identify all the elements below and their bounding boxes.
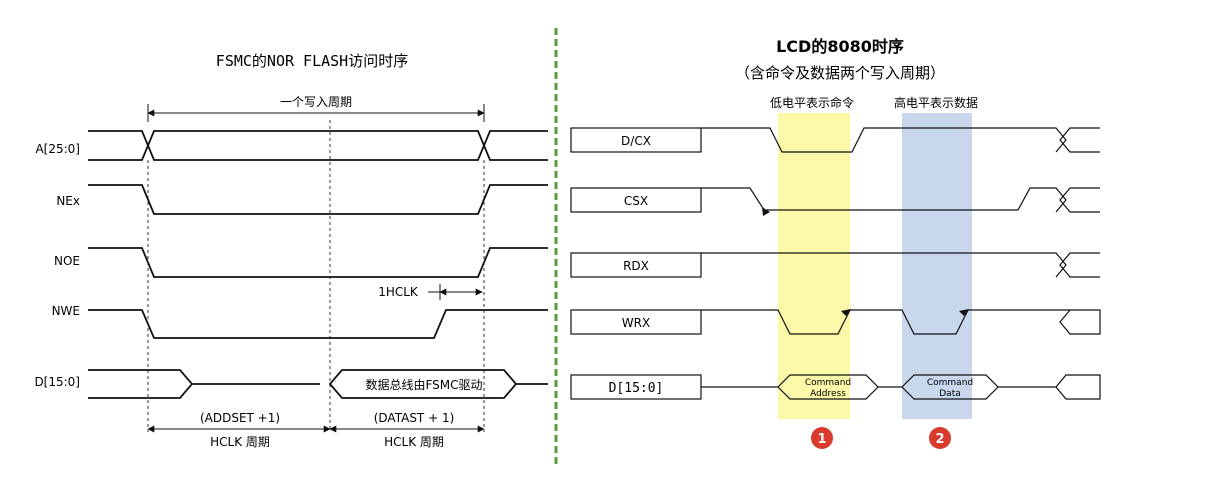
data-highlight-band xyxy=(902,113,972,419)
left-title: FSMC的NOR FLASH访问时序 xyxy=(216,52,408,70)
signal-label-a: A[25:0] xyxy=(35,142,80,156)
wave-dcx-end xyxy=(1059,127,1100,153)
command-address-label-2: Address xyxy=(810,389,846,399)
wave-nwe xyxy=(88,309,548,339)
signal-label-nex: NEx xyxy=(56,194,80,208)
wave-data-end xyxy=(998,374,1101,400)
right-signal-boxes xyxy=(570,127,702,400)
wave-noe xyxy=(88,247,548,278)
wrx-edge-arrow-2 xyxy=(959,309,969,316)
signal-label-data: D[15:0] xyxy=(609,381,664,396)
command-data-label-2: Data xyxy=(939,389,961,399)
right-title-line2: （含命令及数据两个写入周期） xyxy=(735,64,945,82)
left-waveforms xyxy=(88,130,548,399)
signal-label-noe: NOE xyxy=(54,254,80,268)
right-title-line1: LCD的8080时序 xyxy=(776,37,904,56)
signal-label-d: D[15:0] xyxy=(34,375,80,389)
wave-csx xyxy=(701,187,1067,213)
command-address-label-1: Command xyxy=(805,378,851,388)
datast-label: (DATAST + 1) xyxy=(374,411,455,425)
data-bus-label: 数据总线由FSMC驱动 xyxy=(365,377,482,392)
wrx-edge-arrow-1 xyxy=(841,309,851,316)
hclk-label: 1HCLK xyxy=(378,285,419,299)
signal-label-nwe: NWE xyxy=(52,304,80,318)
badge-1-icon xyxy=(811,427,833,449)
command-highlight-band xyxy=(778,113,850,419)
signal-label-csx: CSX xyxy=(624,194,648,208)
wave-dcx xyxy=(701,127,1067,153)
badge-2-icon xyxy=(929,427,951,449)
wave-nex xyxy=(88,184,548,215)
wave-d-left xyxy=(88,369,194,399)
addset-unit: HCLK 周期 xyxy=(210,435,270,449)
right-waveforms xyxy=(701,127,1101,400)
wave-rdx-end xyxy=(1059,252,1100,278)
signal-label-rdx: RDX xyxy=(623,259,649,273)
wave-rdx xyxy=(701,252,1067,278)
badge-1-label: 1 xyxy=(817,432,826,447)
datast-unit: HCLK 周期 xyxy=(384,435,444,449)
signal-label-dcx: D/CX xyxy=(621,134,651,148)
badge-2-label: 2 xyxy=(935,432,944,447)
command-data-label-1: Command xyxy=(927,378,973,388)
wave-wrx xyxy=(701,309,1101,335)
low-level-note: 低电平表示命令 xyxy=(770,95,854,110)
wave-d-right xyxy=(328,369,548,399)
wave-a-bottom xyxy=(88,130,548,161)
csx-edge-arrow xyxy=(762,207,770,216)
addset-label: (ADDSET +1) xyxy=(200,411,280,425)
write-cycle-label: 一个写入周期 xyxy=(280,95,352,109)
wave-a-top xyxy=(88,130,548,161)
signal-label-wrx: WRX xyxy=(622,316,650,330)
high-level-note: 高电平表示数据 xyxy=(894,95,978,110)
wave-csx-end xyxy=(1059,187,1100,213)
left-guides xyxy=(147,120,485,432)
